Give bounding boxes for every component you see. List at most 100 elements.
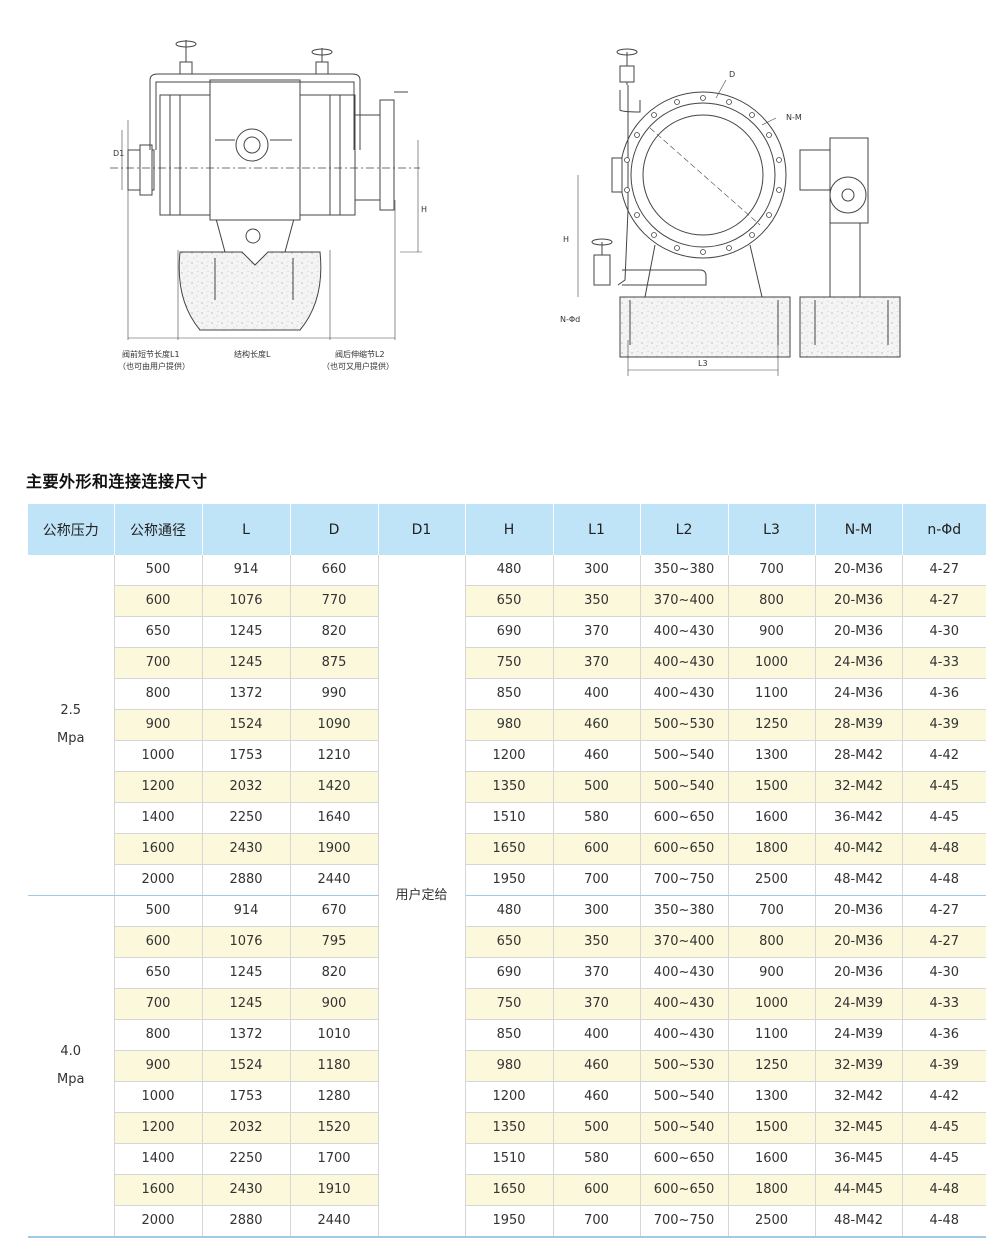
table-cell: 670 (290, 895, 379, 927)
table-cell: 370 (553, 988, 641, 1020)
table-cell: 1200 (114, 771, 203, 803)
column-header: L2 (640, 504, 729, 555)
table-cell: 24-M39 (815, 1019, 903, 1051)
table-cell: 850 (465, 678, 554, 710)
table-cell: 690 (465, 957, 554, 989)
table-cell: 875 (290, 647, 379, 679)
table-cell: 370~400 (640, 585, 729, 617)
table-cell: 1950 (465, 1205, 554, 1237)
table-cell: 2032 (202, 771, 291, 803)
table-cell: 2440 (290, 1205, 379, 1237)
left-foundation (178, 251, 322, 331)
table-cell: 1300 (728, 1081, 816, 1113)
table-cell: 40-M42 (815, 833, 903, 865)
table-cell: 800 (114, 1019, 203, 1051)
table-cell: 700~750 (640, 1205, 729, 1237)
table-cell: 1524 (202, 709, 291, 741)
table-cell: 4-36 (902, 678, 986, 710)
table-cell: 1000 (728, 988, 816, 1020)
table-cell: 4-42 (902, 740, 986, 772)
table-cell: 1400 (114, 802, 203, 834)
table-cell: 460 (553, 709, 641, 741)
column-header: L (202, 504, 291, 555)
table-cell: 1600 (114, 833, 203, 865)
d1-cell: 用户定给 (378, 555, 466, 1237)
table-cell: 600~650 (640, 802, 729, 834)
table-cell: 24-M36 (815, 647, 903, 679)
table-cell: 2440 (290, 864, 379, 896)
table-cell: 2000 (114, 864, 203, 896)
table-cell: 500~530 (640, 1050, 729, 1082)
table-cell: 1000 (728, 647, 816, 679)
table-cell: 1650 (465, 833, 554, 865)
table-cell: 48-M42 (815, 1205, 903, 1237)
table-cell: 36-M45 (815, 1143, 903, 1175)
table-cell: 1500 (728, 771, 816, 803)
table-cell: 4-48 (902, 833, 986, 865)
column-header: n-Φd (902, 504, 986, 555)
table-cell: 1200 (114, 1112, 203, 1144)
table-cell: 580 (553, 802, 641, 834)
column-header: D1 (378, 504, 466, 555)
table-cell: 4-39 (902, 1050, 986, 1082)
table-cell: 750 (465, 647, 554, 679)
table-cell: 900 (728, 616, 816, 648)
table-cell: 850 (465, 1019, 554, 1051)
table-cell: 2880 (202, 864, 291, 896)
table-cell: 1600 (728, 802, 816, 834)
column-header: 公称通径 (114, 504, 203, 555)
table-cell: 650 (114, 616, 203, 648)
table-cell: 1640 (290, 802, 379, 834)
table-cell: 500 (553, 771, 641, 803)
table-cell: 1950 (465, 864, 554, 896)
table-cell: 1524 (202, 1050, 291, 1082)
table-cell: 900 (114, 1050, 203, 1082)
table-cell: 600~650 (640, 833, 729, 865)
table-cell: 1245 (202, 957, 291, 989)
table-cell: 400~430 (640, 647, 729, 679)
table-cell: 48-M42 (815, 864, 903, 896)
column-header: 公称压力 (28, 504, 115, 555)
table-cell: 2250 (202, 802, 291, 834)
table-cell: 795 (290, 926, 379, 958)
table-cell: 2500 (728, 864, 816, 896)
table-cell: 4-45 (902, 802, 986, 834)
table-cell: 300 (553, 555, 641, 586)
label-l1: 阀前短节长度L1 (122, 349, 180, 359)
column-header: L1 (553, 504, 641, 555)
front-view-drawing (577, 48, 901, 376)
table-cell: 500~540 (640, 1112, 729, 1144)
table-cell: 400~430 (640, 616, 729, 648)
table-cell: 20-M36 (815, 957, 903, 989)
label-d1: D1 (113, 149, 124, 158)
table-cell: 44-M45 (815, 1174, 903, 1206)
table-cell: 1753 (202, 1081, 291, 1113)
table-cell: 800 (728, 926, 816, 958)
table-cell: 400~430 (640, 1019, 729, 1051)
side-view-drawing (110, 40, 422, 340)
pressure-value: 2.5 (60, 703, 82, 718)
table-cell: 20-M36 (815, 926, 903, 958)
pressure-value: 4.0 (60, 1044, 82, 1059)
table-cell: 1245 (202, 647, 291, 679)
table-cell: 400 (553, 678, 641, 710)
label-l: 结构长度L (234, 349, 271, 359)
table-bottom-rule (28, 1236, 986, 1238)
label-nm-right: N-M (786, 113, 802, 122)
table-cell: 700 (114, 988, 203, 1020)
table-cell: 1280 (290, 1081, 379, 1113)
table-cell: 370 (553, 647, 641, 679)
table-cell: 500~540 (640, 771, 729, 803)
table-cell: 914 (202, 895, 291, 927)
table-cell: 28-M42 (815, 740, 903, 772)
table-cell: 1500 (728, 1112, 816, 1144)
